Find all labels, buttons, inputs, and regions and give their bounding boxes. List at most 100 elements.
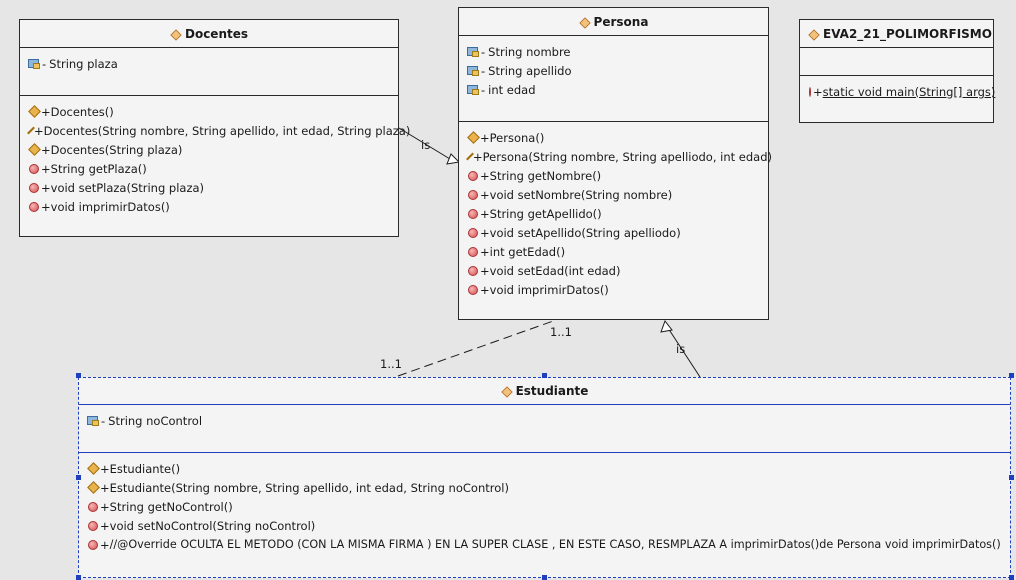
field-row[interactable]: -String nombre <box>459 42 768 61</box>
method-row[interactable]: +Estudiante() <box>79 459 1010 478</box>
association-dashed-line <box>397 319 557 377</box>
resize-handle-ne[interactable] <box>1009 373 1014 378</box>
visibility-marker: - <box>481 63 486 78</box>
class-estudiante-fields: -String noControl <box>79 405 1010 453</box>
field-text: String noControl <box>108 413 203 428</box>
method-row[interactable]: +String getPlaza() <box>20 159 398 178</box>
estudiante-generalization-line <box>667 327 701 378</box>
field-row[interactable]: -int edad <box>459 80 768 99</box>
method-icon <box>468 265 478 276</box>
constructor-icon <box>87 481 100 494</box>
method-text: void setNombre(String nombre) <box>489 187 673 202</box>
resize-handle-se[interactable] <box>1009 575 1014 580</box>
method-row[interactable]: +Persona() <box>459 128 768 147</box>
method-text: Estudiante(String nombre, String apellid… <box>109 480 509 495</box>
constructor-icon <box>28 143 41 156</box>
method-row[interactable]: +int getEdad() <box>459 242 768 261</box>
docentes-generalization-arrowhead <box>446 153 461 165</box>
method-row[interactable]: +Estudiante(String nombre, String apelli… <box>79 478 1010 497</box>
method-text: void setEdad(int edad) <box>489 263 621 278</box>
method-text: int getEdad() <box>489 244 566 259</box>
visibility-marker: + <box>100 537 110 552</box>
visibility-marker: + <box>480 130 490 145</box>
method-row[interactable]: +void imprimirDatos() <box>20 197 398 216</box>
method-icon <box>88 539 98 550</box>
resize-handle-w[interactable] <box>76 475 81 480</box>
visibility-marker: + <box>480 244 490 259</box>
method-icon <box>468 208 478 219</box>
class-persona-header[interactable]: Persona <box>459 8 768 36</box>
class-eva-header[interactable]: EVA2_21_POLIMORFISMO <box>800 20 993 48</box>
constructor-icon <box>467 131 480 144</box>
visibility-marker: - <box>481 82 486 97</box>
method-row[interactable]: +void imprimirDatos() <box>459 280 768 299</box>
class-estudiante-header[interactable]: Estudiante <box>79 378 1010 405</box>
method-row[interactable]: +void setNoControl(String noControl) <box>79 516 1010 535</box>
field-row[interactable]: -String plaza <box>20 54 398 73</box>
class-docentes-methods: +Docentes() +Docentes(String nombre, Str… <box>20 96 410 216</box>
method-text: String getApellido() <box>489 206 602 221</box>
field-text: String apellido <box>488 63 572 78</box>
resize-handle-e[interactable] <box>1009 475 1014 480</box>
class-docentes-name: Docentes <box>184 26 249 41</box>
visibility-marker: + <box>480 282 490 297</box>
method-text: Docentes() <box>50 104 114 119</box>
method-row[interactable]: +void setPlaza(String plaza) <box>20 178 398 197</box>
class-estudiante-name: Estudiante <box>515 384 589 398</box>
class-persona[interactable]: Persona -String nombre -String apellido … <box>458 7 772 320</box>
resize-handle-nw[interactable] <box>76 373 81 378</box>
visibility-marker: + <box>41 180 51 195</box>
class-estudiante[interactable]: Estudiante -String noControl +Estudiante… <box>78 377 1011 578</box>
method-row[interactable]: +Persona(String nombre, String apelliodo… <box>459 147 772 166</box>
method-row[interactable]: +String getApellido() <box>459 204 768 223</box>
method-text: Estudiante() <box>109 461 181 476</box>
resize-handle-s[interactable] <box>542 575 547 580</box>
field-icon <box>467 84 481 95</box>
method-row[interactable]: +String getNombre() <box>459 166 768 185</box>
field-row[interactable]: -String apellido <box>459 61 768 80</box>
resize-handle-sw[interactable] <box>76 575 81 580</box>
visibility-marker: - <box>481 44 486 59</box>
class-eva2-21-polimorfismo[interactable]: EVA2_21_POLIMORFISMO +static void main(S… <box>799 19 995 123</box>
constructor-icon <box>87 462 100 475</box>
visibility-marker: + <box>100 461 110 476</box>
class-persona-methods: +Persona() +Persona(String nombre, Strin… <box>459 122 772 299</box>
method-row[interactable]: +Docentes(String nombre, String apellido… <box>20 121 410 140</box>
visibility-marker: + <box>34 123 44 138</box>
method-row[interactable]: +String getNoControl() <box>79 497 1010 516</box>
field-icon <box>87 415 101 426</box>
field-row[interactable]: -String noControl <box>79 411 1010 430</box>
method-text: void setPlaza(String plaza) <box>50 180 205 195</box>
method-row[interactable]: +Docentes(String plaza) <box>20 140 398 159</box>
field-text: String plaza <box>49 56 118 71</box>
method-row[interactable]: +//@Override OCULTA EL METODO (CON LA MI… <box>79 535 1010 554</box>
estudiante-is-label: is <box>676 342 686 356</box>
class-icon <box>579 17 590 27</box>
visibility-marker: + <box>473 149 483 164</box>
method-text: String getPlaza() <box>50 161 147 176</box>
constructor-icon <box>28 105 41 118</box>
method-row[interactable]: +static void main(String[] args) <box>800 82 995 101</box>
visibility-marker: + <box>480 225 490 240</box>
method-row[interactable]: +void setApellido(String apelliodo) <box>459 223 768 242</box>
method-icon <box>468 189 478 200</box>
visibility-marker: + <box>100 518 110 533</box>
field-icon <box>28 58 42 69</box>
class-persona-name: Persona <box>593 14 649 29</box>
method-row[interactable]: +void setEdad(int edad) <box>459 261 768 280</box>
association-multiplicity-right: 1..1 <box>550 325 572 339</box>
estudiante-generalization-arrowhead <box>660 319 673 333</box>
method-row[interactable]: +void setNombre(String nombre) <box>459 185 768 204</box>
method-icon <box>468 227 478 238</box>
method-row[interactable]: +Docentes() <box>20 102 398 121</box>
method-text: String getNoControl() <box>109 499 233 514</box>
docentes-generalization-line <box>398 127 451 160</box>
resize-handle-n[interactable] <box>542 373 547 378</box>
method-text: void imprimirDatos() <box>50 199 170 214</box>
method-icon <box>88 520 98 531</box>
class-icon <box>501 386 512 396</box>
class-docentes[interactable]: Docentes -String plaza +Docentes() +Doce… <box>19 19 410 237</box>
class-docentes-header[interactable]: Docentes <box>20 20 398 48</box>
method-text: Docentes(String plaza) <box>50 142 183 157</box>
visibility-marker: - <box>42 56 47 71</box>
